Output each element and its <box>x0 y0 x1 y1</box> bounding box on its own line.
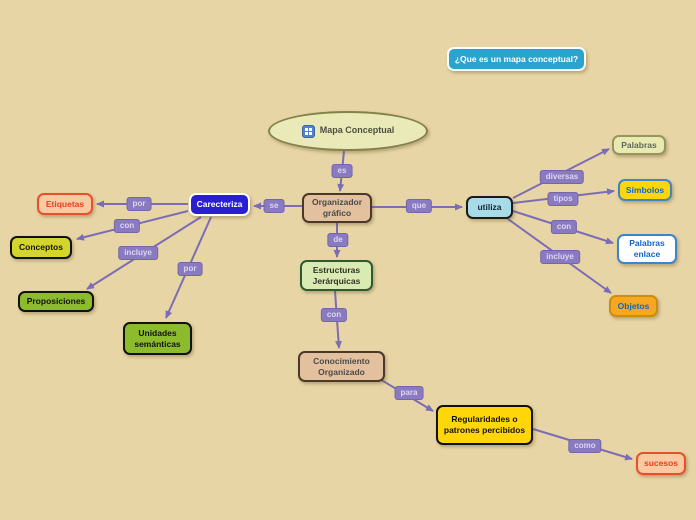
node-simbolos[interactable]: Símbolos <box>618 179 672 201</box>
node-palabras[interactable]: Palabras <box>612 135 666 155</box>
node-mapa-conceptual[interactable]: Mapa Conceptual <box>268 111 428 151</box>
edge-label-que[interactable]: que <box>405 199 433 213</box>
edge-label-por-unidades[interactable]: por <box>177 262 203 276</box>
alphabet-grid-icon <box>301 124 315 138</box>
edge-label-con-enlace[interactable]: con <box>550 220 578 234</box>
node-estructuras-jerarquicas[interactable]: Estructuras Jerárquicas <box>300 260 373 291</box>
node-conocimiento-organizado[interactable]: Conocimiento Organizado <box>298 351 385 382</box>
node-utiliza[interactable]: utiliza <box>466 196 513 219</box>
edge-label-incluye-objetos[interactable]: incluye <box>540 250 580 264</box>
node-carecteriza[interactable]: Carecteriza <box>189 193 250 216</box>
edge-label-tipos[interactable]: tipos <box>547 192 579 206</box>
node-palabras-enlace[interactable]: Palabras enlace <box>617 234 677 264</box>
edge-label-incluye-proposiciones[interactable]: incluye <box>118 246 158 260</box>
node-conceptos[interactable]: Conceptos <box>10 236 72 259</box>
node-proposiciones[interactable]: Proposiciones <box>18 291 94 312</box>
node-sucesos[interactable]: sucesos <box>636 452 686 475</box>
edge-label-por-etiquetas[interactable]: por <box>126 197 152 211</box>
edge-label-diversas[interactable]: diversas <box>539 170 585 184</box>
node-unidades-semanticas[interactable]: Unidades semánticas <box>123 322 192 355</box>
node-objetos[interactable]: Objetos <box>609 295 658 317</box>
edge-label-de[interactable]: de <box>327 233 349 247</box>
node-regularidades-patrones[interactable]: Regularidades o patrones percibidos <box>436 405 533 445</box>
root-label: Mapa Conceptual <box>319 125 395 136</box>
edge-label-es[interactable]: es <box>331 164 353 178</box>
node-organizador-grafico[interactable]: Organizador gráfico <box>302 193 372 223</box>
question-bubble[interactable]: ¿Que es un mapa conceptual? <box>447 47 586 71</box>
edge-label-se[interactable]: se <box>263 199 285 213</box>
edge-label-para[interactable]: para <box>394 386 424 400</box>
edge-label-con-conocimiento[interactable]: con <box>320 308 348 322</box>
edge-label-con-conceptos[interactable]: con <box>113 219 141 233</box>
node-etiquetas[interactable]: Etiquetas <box>37 193 93 215</box>
edge-label-como[interactable]: como <box>568 439 602 453</box>
